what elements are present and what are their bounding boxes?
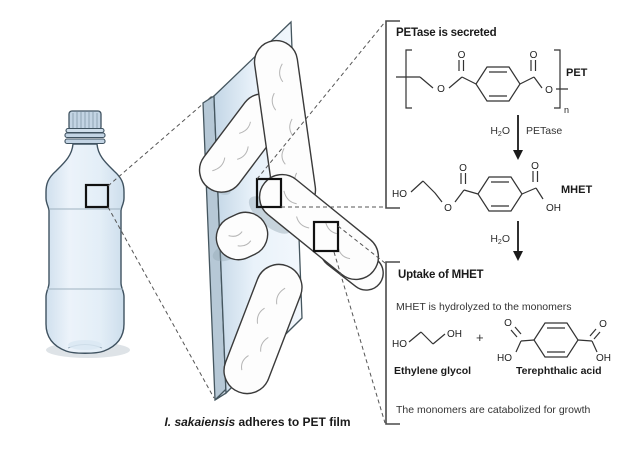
atom-label-ho: HO — [392, 189, 407, 200]
water-sub: 2 — [497, 239, 502, 246]
atom-label-o: O — [504, 318, 512, 329]
bottle-cap-flange — [65, 127, 105, 134]
bottle-cap-ribs — [72, 112, 98, 129]
bottle-neck-ring-1 — [64, 132, 106, 139]
plus-sign: + — [476, 330, 484, 345]
pet-label: PET — [566, 67, 588, 79]
bottle-body — [45, 143, 125, 354]
ethylene-glycol-label: Ethylene glycol — [394, 365, 472, 377]
species-name: I. sakaiensis — [164, 415, 236, 429]
atom-label-o: O — [531, 161, 539, 172]
ethylene-glycol-structure: HO OH — [392, 329, 462, 350]
secretion-panel-title: PETase is secreted — [396, 27, 497, 39]
repeat-subscript-n: n — [564, 105, 569, 115]
caption-rest: adheres to PET film — [235, 415, 351, 429]
water-h: H — [490, 233, 498, 245]
connector-bottle-film-bottom — [107, 206, 215, 399]
atom-label-oh: OH — [546, 203, 561, 214]
atom-label-o: O — [545, 85, 553, 96]
water-label-2: H2O — [470, 233, 510, 246]
uptake-footer: The monomers are catabolized for growth — [396, 404, 591, 416]
water-label-1: H2O — [470, 125, 510, 138]
atom-label-oh: OH — [596, 353, 611, 364]
atom-label-o: O — [458, 50, 466, 61]
bottle-base-highlight — [68, 340, 102, 350]
figure-caption: I. sakaiensis adheres to PET film — [140, 415, 375, 429]
bottle-neck-ring-2 — [64, 138, 106, 145]
pet-left-bracket — [405, 49, 412, 109]
bacteria — [198, 39, 384, 395]
bacterium-bottom — [223, 263, 303, 395]
uptake-panel-title: Uptake of MHET — [398, 269, 484, 281]
bacterium-diagonal-boxed — [258, 173, 380, 281]
mhet-label: MHET — [561, 184, 593, 196]
atom-label-o: O — [437, 84, 445, 95]
atom-label-o: O — [530, 50, 538, 61]
bottle-zoom-box — [84, 183, 110, 209]
water-sub: 2 — [497, 131, 502, 138]
connector-box2-bracket-bottom — [333, 251, 386, 424]
pet-right-bracket — [554, 49, 561, 109]
film-zoom-box-secretion — [255, 177, 283, 209]
benzene-ring — [477, 176, 523, 212]
film-zoom-box-uptake — [312, 220, 340, 253]
reaction-arrow-1 — [513, 115, 523, 160]
pet-bottle — [45, 110, 130, 358]
water-h: H — [490, 125, 498, 137]
water-o: O — [501, 125, 510, 137]
atom-label-o: O — [459, 163, 467, 174]
uptake-subtitle: MHET is hydrolyzed to the monomers — [396, 301, 572, 313]
reaction-arrow-2 — [513, 221, 523, 261]
atom-label-o: O — [599, 319, 607, 330]
bracket-secretion-panel — [385, 20, 400, 209]
water-o: O — [501, 233, 510, 245]
mhet-structure: HO O O O OH — [392, 161, 561, 214]
atom-label-ho: HO — [392, 339, 407, 350]
bacterium-round — [215, 211, 269, 261]
pet-structure: O O O O n — [396, 49, 569, 115]
atom-label-o: O — [444, 203, 452, 214]
bracket-uptake-panel — [385, 261, 400, 425]
terephthalic-acid-structure: O O HO OH — [497, 318, 611, 364]
connector-box2-bracket-top — [337, 225, 386, 264]
enzyme-label: PETase — [526, 125, 563, 137]
atom-label-ho: HO — [497, 353, 512, 364]
terephthalic-acid-label: Terephthalic acid — [516, 365, 602, 377]
connector-bottle-film-top — [107, 95, 213, 187]
connector-box1-bracket-top — [256, 21, 386, 180]
atom-label-oh: OH — [447, 329, 462, 340]
benzene-ring — [475, 66, 521, 102]
